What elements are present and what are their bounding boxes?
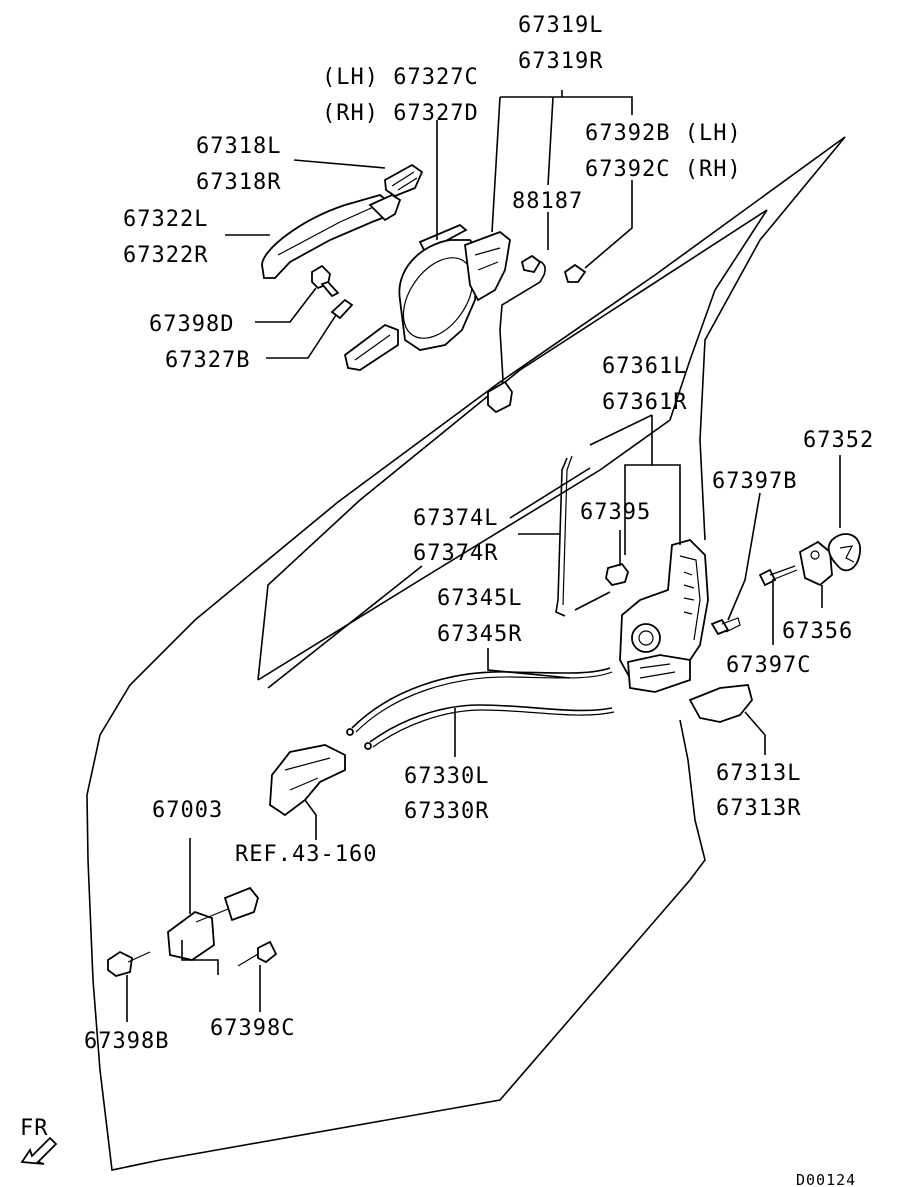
label-67319r: 67319R: [518, 49, 603, 74]
label-67395: 67395: [580, 500, 651, 525]
cables: [346, 667, 615, 750]
label-67318l: 67318L: [196, 134, 281, 159]
label-67330l: 67330L: [404, 764, 489, 789]
outside-handle: [261, 193, 402, 279]
label-67374l: 67374L: [413, 506, 498, 531]
label-67392c: 67392C (RH): [585, 157, 742, 182]
label-67322r: 67322R: [123, 243, 208, 268]
inside-handle: [269, 744, 346, 817]
bolt-67398d: [311, 264, 340, 298]
label-67319l: 67319L: [518, 13, 603, 38]
label-67352: 67352: [803, 428, 874, 453]
label-67327b: 67327B: [165, 348, 250, 373]
diagram-code: D00124: [796, 1171, 856, 1187]
label-67397c: 67397C: [726, 653, 811, 678]
clip-67395: [605, 562, 629, 586]
screws-67397: [710, 565, 798, 636]
label-67398d: 67398D: [149, 312, 234, 337]
label-67330r: 67330R: [404, 799, 489, 824]
label-67322l: 67322L: [123, 207, 208, 232]
label-67313l: 67313L: [716, 761, 801, 786]
label-67361l: 67361L: [602, 354, 687, 379]
label-67392b: 67392B (LH): [585, 121, 742, 146]
label-67361r: 67361R: [602, 390, 687, 415]
label-67003: 67003: [152, 798, 223, 823]
label-67398b: 67398B: [84, 1029, 169, 1054]
direction-arrow-icon: [20, 1136, 58, 1165]
latch-assembly: [619, 538, 709, 693]
bolts-67398: [107, 940, 278, 977]
label-ref-43-160: REF.43-160: [235, 842, 377, 867]
label-fr: FR: [20, 1116, 49, 1141]
label-67313r: 67313R: [716, 796, 801, 821]
lock-rod: [555, 455, 573, 617]
label-67356: 67356: [782, 619, 853, 644]
door-outline: [86, 136, 846, 1171]
handle-cap: [384, 163, 424, 198]
part-labels: 67319L 67319R (LH) 67327C (RH) 67327D 67…: [20, 13, 874, 1187]
handle-base: [343, 323, 399, 371]
latch-cover: [688, 684, 753, 723]
label-88187: 88187: [512, 189, 583, 214]
label-67397b: 67397B: [712, 469, 797, 494]
label-67327d: (RH) 67327D: [322, 101, 479, 126]
striker: [798, 533, 861, 587]
rod-88187: [487, 254, 587, 414]
label-67318r: 67318R: [196, 170, 281, 195]
label-67374r: 67374R: [413, 541, 498, 566]
label-67398c: 67398C: [210, 1016, 295, 1041]
label-67327c: (LH) 67327C: [322, 65, 479, 90]
leader-lines: [126, 90, 841, 1022]
clip-67327b: [330, 298, 354, 320]
label-67345r: 67345R: [437, 622, 522, 647]
handle-frame: [398, 230, 511, 351]
label-67345l: 67345L: [437, 586, 522, 611]
door-checker: [167, 886, 259, 961]
